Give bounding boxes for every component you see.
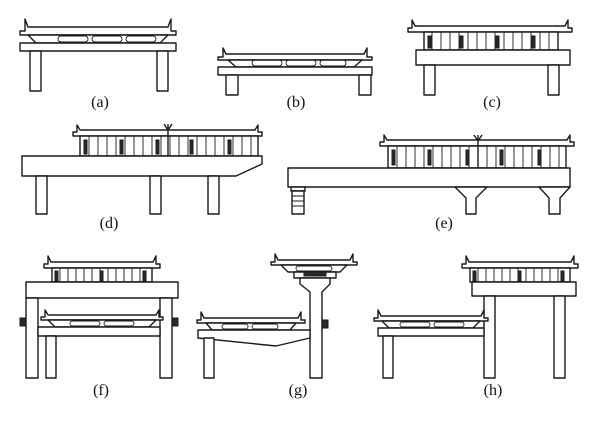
panel-a-label: (a) [91,94,109,111]
panel-g-label: (g) [288,382,308,399]
panel-h-drawing [373,255,579,379]
panel-e-label: (e) [435,215,453,232]
panel-e-drawing [287,134,575,215]
panel-b-label: (b) [286,94,306,111]
panel-f-drawing [19,255,179,379]
panel-a-drawing [19,18,177,92]
panel-h-label: (h) [483,382,503,399]
panel-b-drawing [217,47,373,96]
panel-d-drawing [21,123,263,215]
panel-c-label: (c) [483,94,501,111]
panel-g-drawing [196,253,358,379]
panel-f-label: (f) [93,382,109,399]
panel-d-label: (d) [99,215,119,232]
panel-c-drawing [407,19,573,96]
